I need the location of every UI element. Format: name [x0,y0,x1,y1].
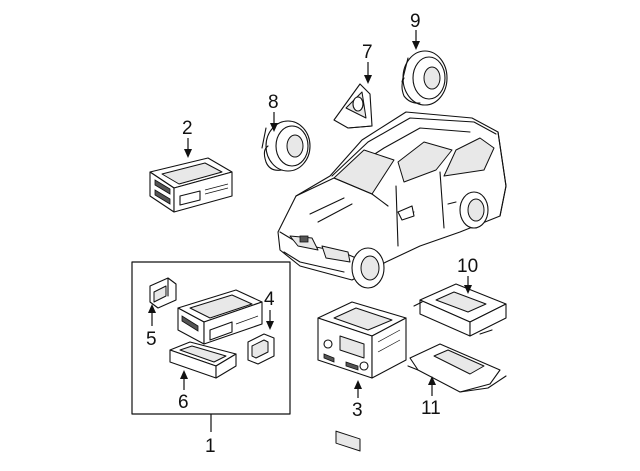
leader-lines [148,30,472,432]
callout-7: 7 [362,42,373,63]
part-9-speaker [401,50,448,106]
part-10-amplifier [413,283,507,337]
part-11-mounting-bracket [407,343,507,393]
part-1-radio-unit [177,289,263,345]
callout-8: 8 [268,92,279,113]
callout-6: 6 [178,392,189,413]
part-5-bracket [149,277,177,309]
part-3-audio-head-unit [317,301,407,452]
callout-1: 1 [205,436,216,457]
part-4-bracket [247,333,275,365]
part-6-tray [169,341,237,379]
part-2-radio-receiver [149,157,233,213]
vehicle-illustration [277,111,507,289]
callout-3: 3 [352,400,363,421]
callout-5: 5 [146,329,157,350]
part-8-speaker [261,120,311,172]
callout-9: 9 [410,11,421,32]
callout-11: 11 [421,398,441,419]
callout-2: 2 [182,118,193,139]
callout-4: 4 [264,289,275,310]
part-7-tweeter [333,83,373,129]
callout-10: 10 [457,256,478,277]
